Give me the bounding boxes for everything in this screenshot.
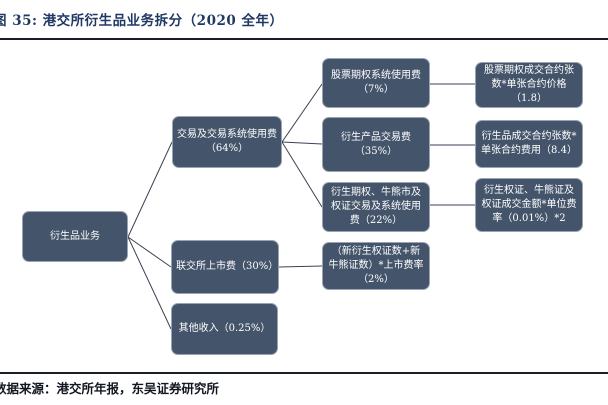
title-divider-line [0,38,608,40]
node-derivatives-business: 衍生品业务 [22,211,128,262]
node-derivative-product-trading-fee: 衍生产品交易费（35%） [322,117,430,172]
node-stock-option-fee-formula: 股票期权成交合约张数*单张合约价格（1.8） [475,62,583,108]
node-sehk-listing-fee: 联交所上市费（30%） [171,240,279,294]
node-warrant-cbbc-trading-system-fee: 衍生期权、牛熊市及权证交易及系统使用费（22%） [322,182,430,232]
node-warrant-fee-formula: 衍生权证、牛熊证及权证成交金额*单位费率（0.01%）*2 [475,178,583,232]
node-derivative-fee-formula: 衍生品成交合约张数*单张合约费用（8.4） [475,120,583,168]
data-source-note: 数据来源：港交所年报，东吴证券研究所 [0,381,220,396]
source-divider-line [0,372,608,374]
figure-title: 图 35: 港交所衍生品业务拆分（2020 全年） [0,13,284,29]
node-stock-option-system-fee: 股票期权系统使用费（7%） [322,58,430,108]
node-listing-fee-formula: （新衍生权证数+新牛熊证数）*上市费率（2%） [322,242,430,290]
node-other-income: 其他收入（0.25%） [171,303,278,355]
node-trading-system-fee: 交易及交易系统使用费（64%） [172,116,282,168]
